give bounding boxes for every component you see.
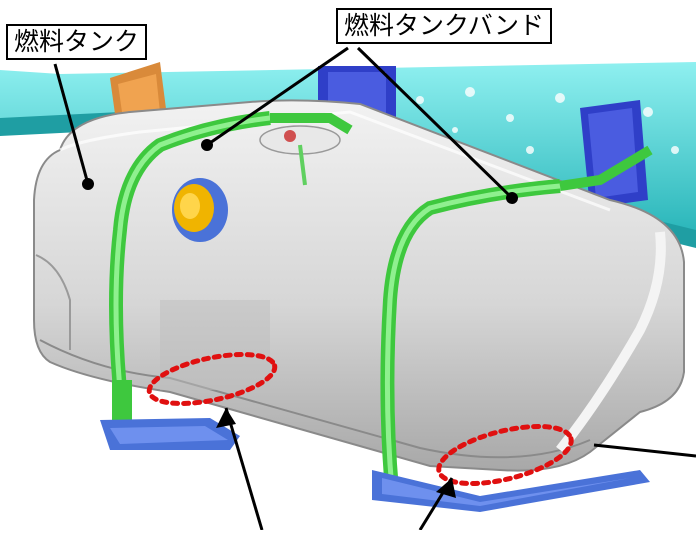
mounting-bracket-right: [372, 470, 650, 512]
fuel-sender-unit: [259, 125, 341, 186]
leader-line-band-left: [206, 46, 349, 147]
fuel-tank-label: 燃料タンク: [6, 24, 148, 60]
fuel-tank-band-label: 燃料タンクバンド: [336, 8, 553, 44]
leader-line-strap: [593, 443, 696, 458]
leader-line-tank: [53, 63, 90, 185]
fuel-tank-band-left: [109, 111, 271, 420]
tank-strap-right: [556, 231, 666, 454]
highlight-ellipse-right: [436, 423, 574, 487]
arrowhead-lower-left: [216, 408, 236, 428]
fuel-tank-band-right: [270, 113, 653, 491]
highlight-ellipse-left: [146, 352, 278, 406]
arrowhead-lower-right: [436, 478, 456, 498]
leader-line-band-right: [356, 46, 514, 200]
leader-dots: [82, 139, 518, 204]
leader-dot-tank: [82, 178, 94, 190]
leader-dot-band-left: [201, 139, 213, 151]
leader-line-lower-left: [224, 407, 264, 531]
leader-lines: [53, 46, 696, 531]
mounting-bracket-left: [100, 418, 240, 450]
filler-cap: [172, 178, 228, 242]
leader-dot-band-right: [506, 192, 518, 204]
arrowheads: [216, 408, 456, 498]
